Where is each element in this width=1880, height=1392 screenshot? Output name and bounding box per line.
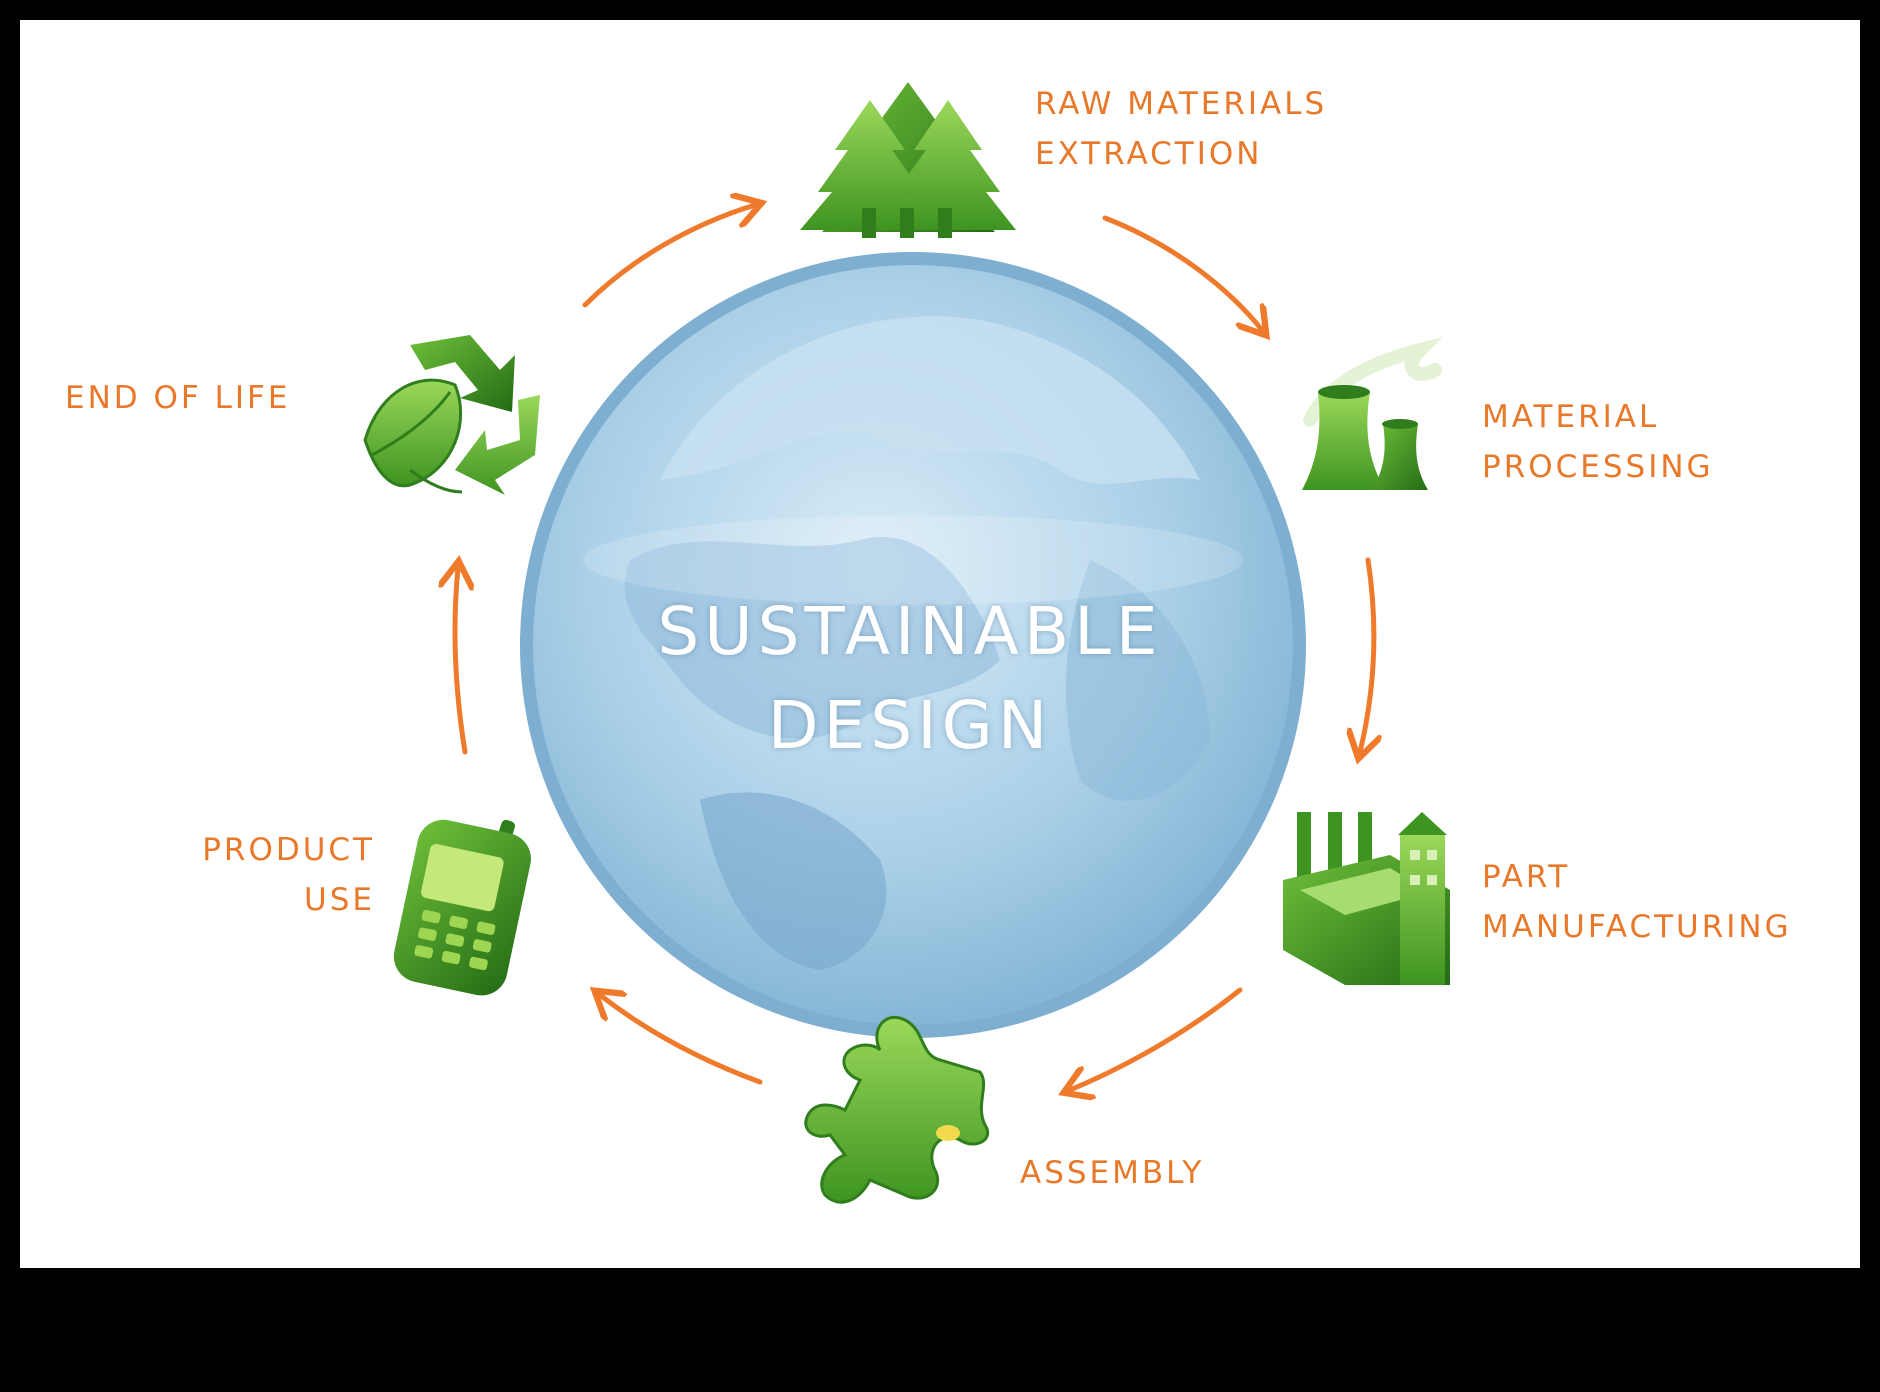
- label-raw-line2: EXTRACTION: [1035, 136, 1263, 172]
- label-manufacturing-line2: MANUFACTURING: [1482, 909, 1792, 945]
- label-assembly: ASSEMBLY: [1020, 1148, 1204, 1198]
- label-eol-line1: END OF LIFE: [65, 380, 291, 416]
- label-use-line1: PRODUCT: [202, 832, 375, 868]
- label-end-of-life: END OF LIFE: [65, 373, 290, 423]
- arrow-assembly-to-use: [600, 995, 763, 1085]
- center-title-line2: DESIGN: [767, 687, 1053, 764]
- factory-icon: [1283, 812, 1450, 985]
- center-title-line1: SUSTAINABLE: [657, 593, 1163, 670]
- label-processing-line1: MATERIAL: [1482, 399, 1660, 435]
- pine-trees-icon: [800, 82, 1016, 238]
- arrow-manufacturing-to-assembly: [1070, 987, 1243, 1090]
- label-manufacturing-line1: PART: [1482, 859, 1571, 895]
- label-assembly-line1: ASSEMBLY: [1020, 1155, 1205, 1191]
- label-material-processing: MATERIAL PROCESSING: [1482, 392, 1714, 492]
- arrow-use-to-eol: [455, 568, 465, 755]
- label-product-use: PRODUCT USE: [150, 825, 375, 925]
- center-title: SUSTAINABLE DESIGN: [560, 585, 1260, 773]
- recycle-leaf-icon: [363, 335, 540, 495]
- label-use-line2: USE: [304, 882, 375, 918]
- arrow-eol-to-raw: [582, 205, 755, 308]
- label-raw-line1: RAW MATERIALS: [1035, 86, 1328, 122]
- globe: [520, 252, 1306, 1038]
- cooling-towers-icon: [1302, 337, 1443, 490]
- puzzle-piece-icon: [804, 1015, 989, 1204]
- mobile-phone-icon: [393, 819, 531, 996]
- label-part-manufacturing: PART MANUFACTURING: [1482, 852, 1792, 952]
- arrow-processing-to-manufacturing: [1360, 557, 1374, 752]
- label-raw-materials-extraction: RAW MATERIALS EXTRACTION: [1035, 79, 1327, 179]
- cycle-arrows: [455, 205, 1374, 1090]
- label-processing-line2: PROCESSING: [1482, 449, 1714, 485]
- arrow-raw-to-processing: [1102, 215, 1262, 330]
